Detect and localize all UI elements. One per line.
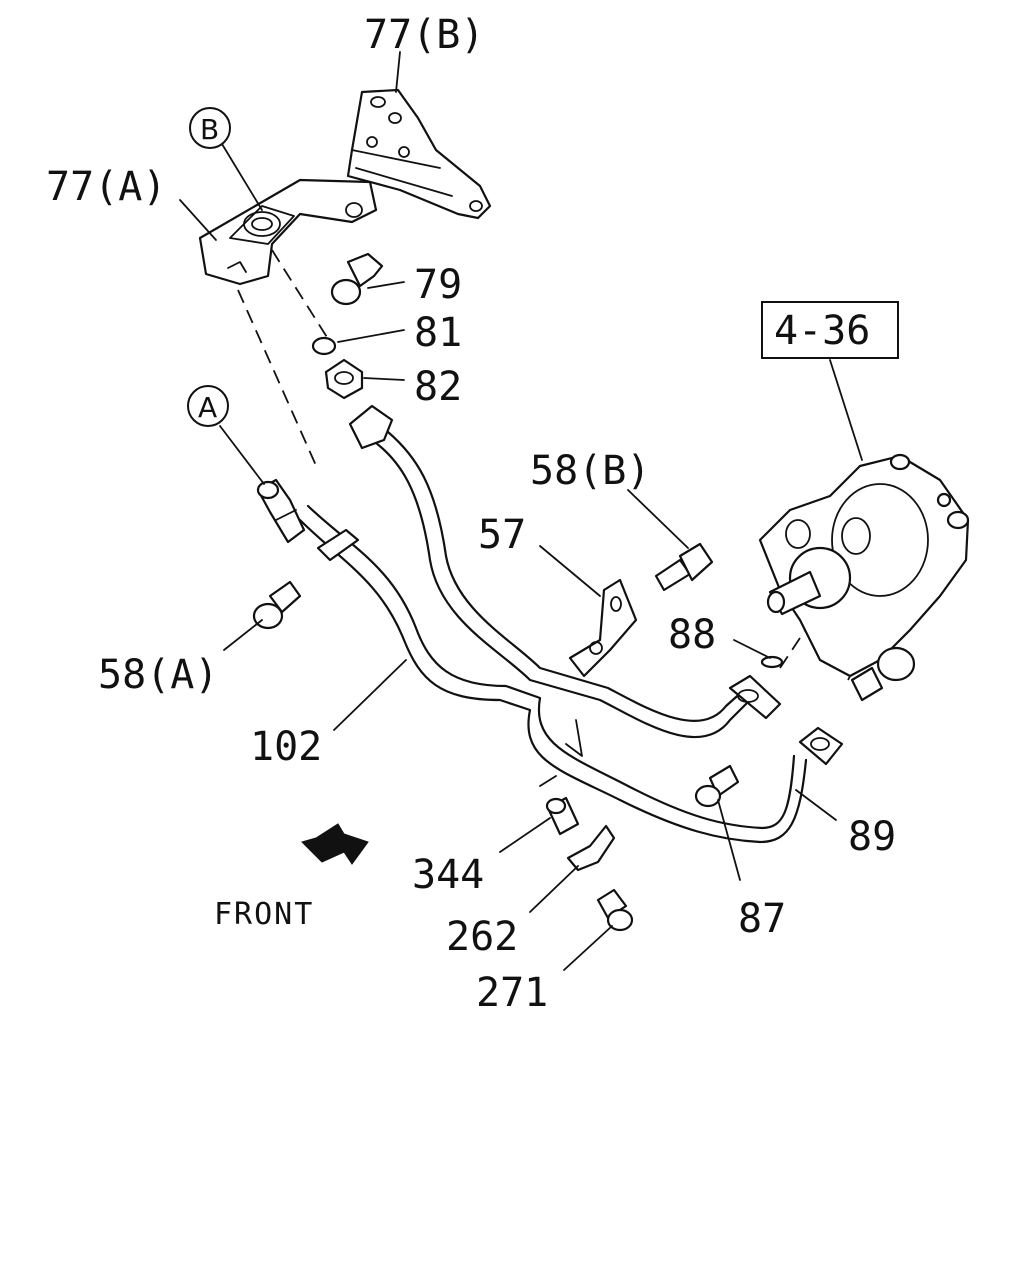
- label-89: 89: [848, 814, 896, 860]
- label-344: 344: [412, 852, 484, 898]
- bolt-58a[interactable]: [252, 580, 302, 630]
- label-262: 262: [446, 914, 518, 960]
- bolt-271[interactable]: [596, 888, 634, 932]
- clip-58a[interactable]: [316, 528, 360, 562]
- bracket-57[interactable]: [568, 578, 638, 678]
- label-82: 82: [414, 364, 462, 410]
- label-102: 102: [250, 724, 322, 770]
- reference-box-4-36[interactable]: 4-36: [761, 301, 899, 359]
- label-77b: 77(B): [364, 12, 484, 58]
- bracket-77b[interactable]: [346, 88, 492, 220]
- bolt-87[interactable]: [694, 764, 740, 808]
- svg-text:A: A: [198, 391, 217, 424]
- bracket-line-344: [539, 719, 583, 787]
- label-87: 87: [738, 896, 786, 942]
- alignment-line-79: [271, 249, 331, 343]
- leader-lines: [179, 51, 863, 971]
- pipe-89[interactable]: [298, 504, 844, 844]
- label-77a: 77(A): [46, 164, 166, 210]
- reference-label: 4-36: [774, 308, 870, 354]
- label-58b: 58(B): [530, 448, 650, 494]
- bolt-79[interactable]: [330, 252, 384, 306]
- label-271: 271: [476, 970, 548, 1016]
- bracket-77a[interactable]: [198, 178, 378, 286]
- power-steering-pump[interactable]: [758, 453, 970, 702]
- front-arrow-icon: [301, 823, 369, 865]
- bolt-58b[interactable]: [654, 542, 714, 592]
- front-label: FRONT: [214, 897, 314, 932]
- spacer-344[interactable]: [545, 796, 580, 836]
- pipe-102[interactable]: [348, 404, 782, 739]
- callout-a: A: [187, 385, 229, 427]
- label-88: 88: [668, 612, 716, 658]
- callout-b: B: [189, 107, 231, 149]
- label-81: 81: [414, 310, 462, 356]
- alignment-line-88: [779, 625, 809, 669]
- o-ring-88[interactable]: [760, 655, 784, 669]
- alignment-line-77a: [237, 289, 319, 471]
- label-58a: 58(A): [98, 652, 218, 698]
- nut-82[interactable]: [324, 358, 364, 400]
- clip-262[interactable]: [566, 824, 616, 872]
- svg-text:B: B: [200, 113, 219, 146]
- fitting-a[interactable]: [256, 478, 306, 544]
- label-57: 57: [478, 512, 526, 558]
- label-79: 79: [414, 262, 462, 308]
- washer-81[interactable]: [311, 336, 337, 356]
